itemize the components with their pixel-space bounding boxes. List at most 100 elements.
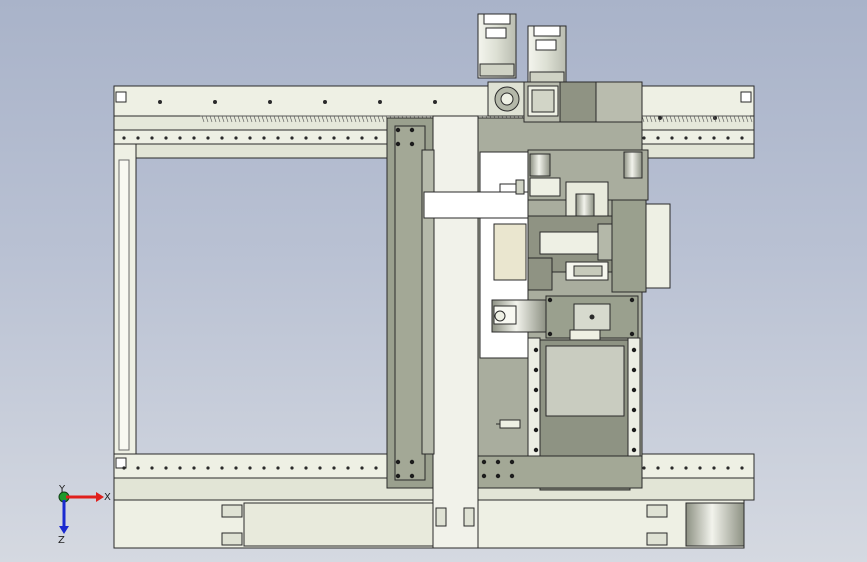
bolt-hole: [206, 136, 210, 140]
bolt-hole: [713, 116, 717, 120]
bolt-hole: [642, 136, 646, 140]
rack-tooth: [681, 115, 685, 123]
rack-tooth: [289, 115, 293, 123]
rack-tooth: [377, 115, 381, 123]
rack-tooth: [337, 115, 341, 123]
rack-tooth: [321, 115, 325, 123]
rack-tooth: [277, 115, 281, 123]
bolt-hole: [547, 331, 553, 337]
rack-tooth: [233, 115, 237, 123]
bolt-hole: [150, 466, 154, 470]
rack-tooth: [265, 115, 269, 123]
bolt-hole: [220, 136, 224, 140]
rack-tooth: [237, 115, 241, 123]
bolt-hole: [332, 466, 336, 470]
servo-motors: [477, 13, 643, 123]
bolt-hole: [395, 473, 401, 479]
bolt-hole: [670, 136, 674, 140]
rack-tooth: [301, 115, 305, 123]
bolt-hole: [726, 136, 730, 140]
rack-tooth: [325, 115, 329, 123]
bolt-hole: [158, 100, 162, 104]
rack-tooth: [249, 115, 253, 123]
bolt-hole: [409, 473, 415, 479]
bolt-hole: [192, 136, 196, 140]
rack-tooth: [645, 115, 649, 123]
z-axis-label: Z: [58, 535, 65, 546]
rack-tooth: [365, 115, 369, 123]
bolt-hole: [533, 387, 539, 393]
rack-tooth: [297, 115, 301, 123]
rack-tooth: [281, 115, 285, 123]
rack-tooth: [657, 115, 661, 123]
bolt-hole: [220, 466, 224, 470]
bolt-hole: [712, 466, 716, 470]
rack-tooth: [721, 115, 725, 123]
bolt-hole: [495, 459, 501, 465]
rail-bolt-holes: [122, 100, 744, 470]
rack-tooth: [349, 115, 353, 123]
rack-tooth: [341, 115, 345, 123]
rack-tooth: [269, 115, 273, 123]
bolt-hole: [262, 136, 266, 140]
rack-tooth: [677, 115, 681, 123]
rack-tooth: [685, 115, 689, 123]
bolt-hole: [304, 466, 308, 470]
rack-tooth: [673, 115, 677, 123]
rack-tooth: [649, 115, 653, 123]
bolt-hole: [481, 459, 487, 465]
bolt-hole: [533, 347, 539, 353]
coordinate-triad: X Y Z: [58, 484, 111, 546]
bolt-hole: [178, 466, 182, 470]
bolt-hole: [332, 136, 336, 140]
bolt-hole: [378, 100, 382, 104]
bolt-hole: [276, 136, 280, 140]
bolt-hole: [533, 407, 539, 413]
rack-tooth: [253, 115, 257, 123]
plate-bolts: [395, 127, 637, 479]
rack-tooth: [221, 115, 225, 123]
bolt-hole: [698, 136, 702, 140]
bolt-hole: [433, 100, 437, 104]
bolt-hole: [629, 331, 635, 337]
bolt-hole: [234, 136, 238, 140]
rack-tooth: [749, 115, 753, 123]
bolt-hole: [136, 136, 140, 140]
rack-tooth: [329, 115, 333, 123]
rack-tooth: [741, 115, 745, 123]
bolt-hole: [248, 466, 252, 470]
rack-tooth: [357, 115, 361, 123]
bolt-hole: [262, 466, 266, 470]
rack-tooth: [373, 115, 377, 123]
rack-tooth: [313, 115, 317, 123]
rack-tooth: [689, 115, 693, 123]
bolt-hole: [409, 459, 415, 465]
bolt-hole: [533, 367, 539, 373]
bolt-hole: [122, 136, 126, 140]
bolt-hole: [178, 136, 182, 140]
bolt-hole: [290, 466, 294, 470]
bolt-hole: [656, 466, 660, 470]
rack-tooth: [661, 115, 665, 123]
bolt-hole: [164, 136, 168, 140]
rack-tooth: [717, 115, 721, 123]
center-column: [432, 115, 479, 549]
bolt-hole: [206, 466, 210, 470]
rack-tooth: [317, 115, 321, 123]
y-axis-label: Y: [58, 484, 66, 495]
rack-tooth: [257, 115, 261, 123]
bolt-hole: [164, 466, 168, 470]
rack-tooth: [209, 115, 213, 123]
bolt-hole: [712, 136, 716, 140]
bolt-hole: [740, 466, 744, 470]
bolt-hole: [533, 427, 539, 433]
bolt-hole: [698, 466, 702, 470]
bolt-hole: [248, 136, 252, 140]
rack-tooth: [725, 115, 729, 123]
bolt-hole: [192, 466, 196, 470]
bolt-hole: [509, 459, 515, 465]
bolt-hole: [684, 466, 688, 470]
bolt-hole: [318, 136, 322, 140]
